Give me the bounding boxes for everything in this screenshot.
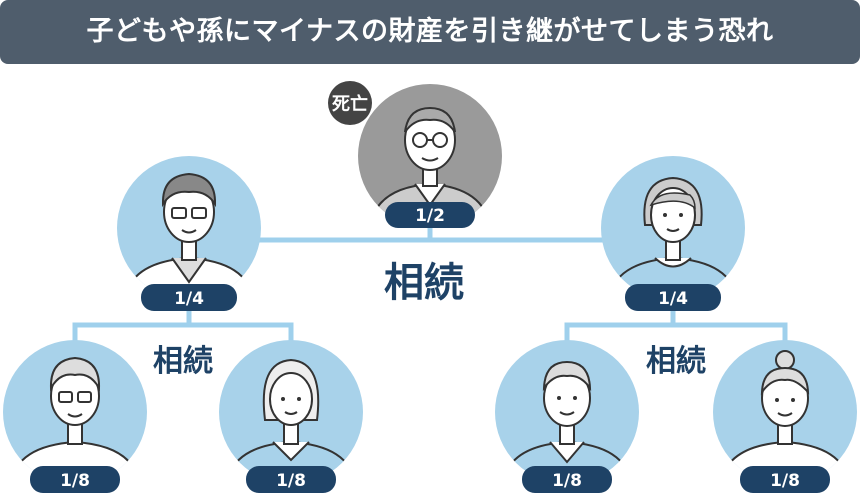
share-badge-deceased: 1/2 [385, 202, 475, 228]
left-children-connector [72, 322, 294, 345]
share-badge-grandchild-1: 1/8 [30, 466, 120, 493]
title-banner: 子どもや孫にマイナスの財産を引き継がせてしまう恐れ [0, 0, 860, 64]
inheritance-label-right: 相続 [646, 344, 706, 379]
share-text: 1/8 [276, 471, 306, 491]
inheritance-label-main: 相続 [384, 260, 464, 306]
right-children-connector [564, 322, 788, 345]
person-child-left [117, 156, 261, 300]
death-badge-text: 死亡 [332, 93, 368, 115]
share-text: 1/8 [552, 471, 582, 491]
share-badge-child-right: 1/4 [625, 284, 721, 311]
share-text: 1/2 [415, 206, 445, 226]
person-grandchild-4 [713, 340, 857, 484]
share-badge-child-left: 1/4 [141, 284, 237, 311]
share-text: 1/8 [770, 471, 800, 491]
share-text: 1/4 [658, 289, 688, 309]
person-grandchild-1 [3, 340, 147, 484]
share-text: 1/4 [174, 289, 204, 309]
inheritance-label-left: 相続 [153, 344, 213, 379]
share-badge-grandchild-4: 1/8 [740, 466, 830, 493]
person-grandchild-2 [219, 340, 363, 484]
death-badge: 死亡 [328, 81, 372, 125]
share-badge-grandchild-3: 1/8 [522, 466, 612, 493]
person-child-right [601, 156, 745, 300]
person-grandchild-3 [495, 340, 639, 484]
share-badge-grandchild-2: 1/8 [246, 466, 336, 493]
page-title: 子どもや孫にマイナスの財産を引き継がせてしまう恐れ [86, 16, 774, 47]
share-text: 1/8 [60, 471, 90, 491]
